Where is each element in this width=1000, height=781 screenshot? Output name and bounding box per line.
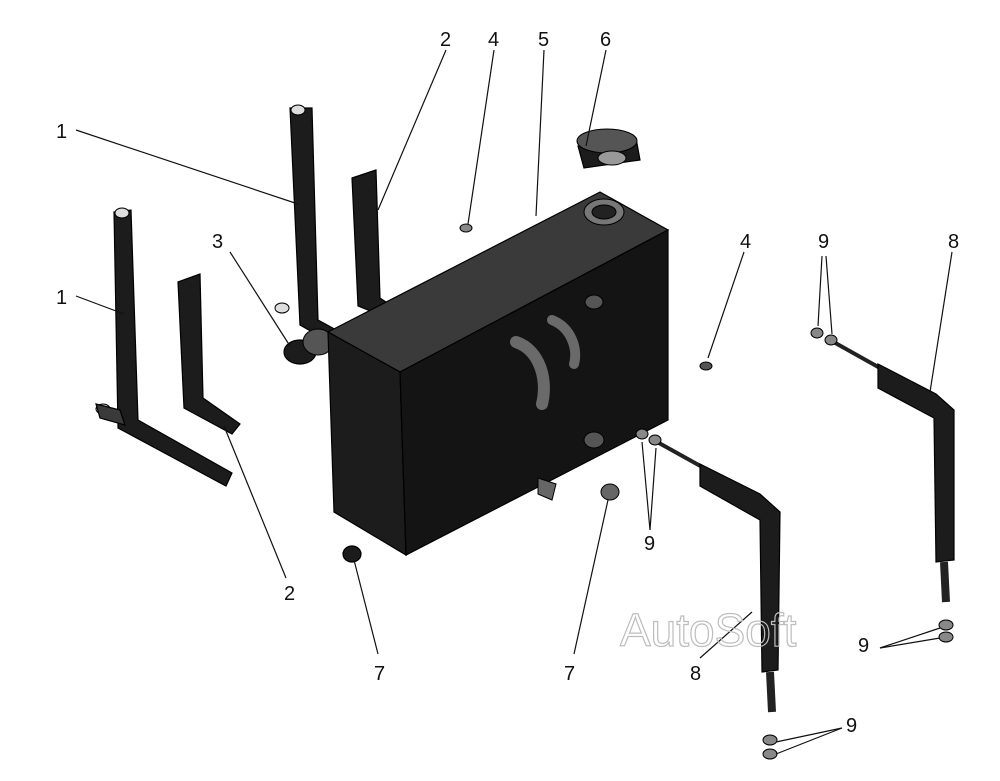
bracket-1-left [95, 207, 233, 487]
callout-4-upper: 4 [488, 29, 499, 51]
plug-4-right [699, 361, 713, 371]
callout-7-right: 7 [564, 663, 575, 685]
callout-4-right: 4 [740, 231, 751, 253]
bracket-1-rear [274, 104, 341, 343]
nuts-9-middle-bottom [762, 734, 778, 760]
callout-6: 6 [600, 29, 611, 51]
nut-7-right [600, 483, 620, 501]
callout-2-lower: 2 [284, 583, 295, 605]
callout-labels: 1 1 2 2 3 4 4 5 6 7 7 8 8 9 9 9 9 [56, 29, 959, 737]
leader-lines [75, 49, 953, 755]
clamp-bolt-8-right [829, 338, 955, 603]
callout-7-left: 7 [374, 663, 385, 685]
plug-4-top [459, 223, 473, 233]
watermark: AutoSoft [620, 604, 797, 656]
nuts-9-right-top [810, 327, 838, 346]
cap-6 [576, 128, 641, 169]
clamp-bolt-8-middle [649, 436, 781, 713]
strap-2-left [177, 273, 241, 435]
callout-9-middle-top: 9 [644, 533, 655, 555]
callout-9-right-top: 9 [818, 231, 829, 253]
nut-7-left [342, 545, 362, 563]
callout-5: 5 [538, 29, 549, 51]
callout-2-upper: 2 [440, 29, 451, 51]
callout-1-lower: 1 [56, 287, 67, 309]
callout-3: 3 [212, 231, 223, 253]
callout-9-middle-bottom: 9 [846, 715, 857, 737]
fitting-3 [283, 328, 334, 365]
callout-8-right: 8 [948, 231, 959, 253]
callout-8-middle: 8 [690, 663, 701, 685]
callout-1-upper: 1 [56, 121, 67, 143]
nuts-9-middle-top [635, 428, 662, 446]
callout-9-right-bottom: 9 [858, 635, 869, 657]
nuts-9-right-bottom [938, 619, 954, 643]
strap-2-rear [351, 169, 400, 319]
tank-5 [326, 191, 670, 557]
